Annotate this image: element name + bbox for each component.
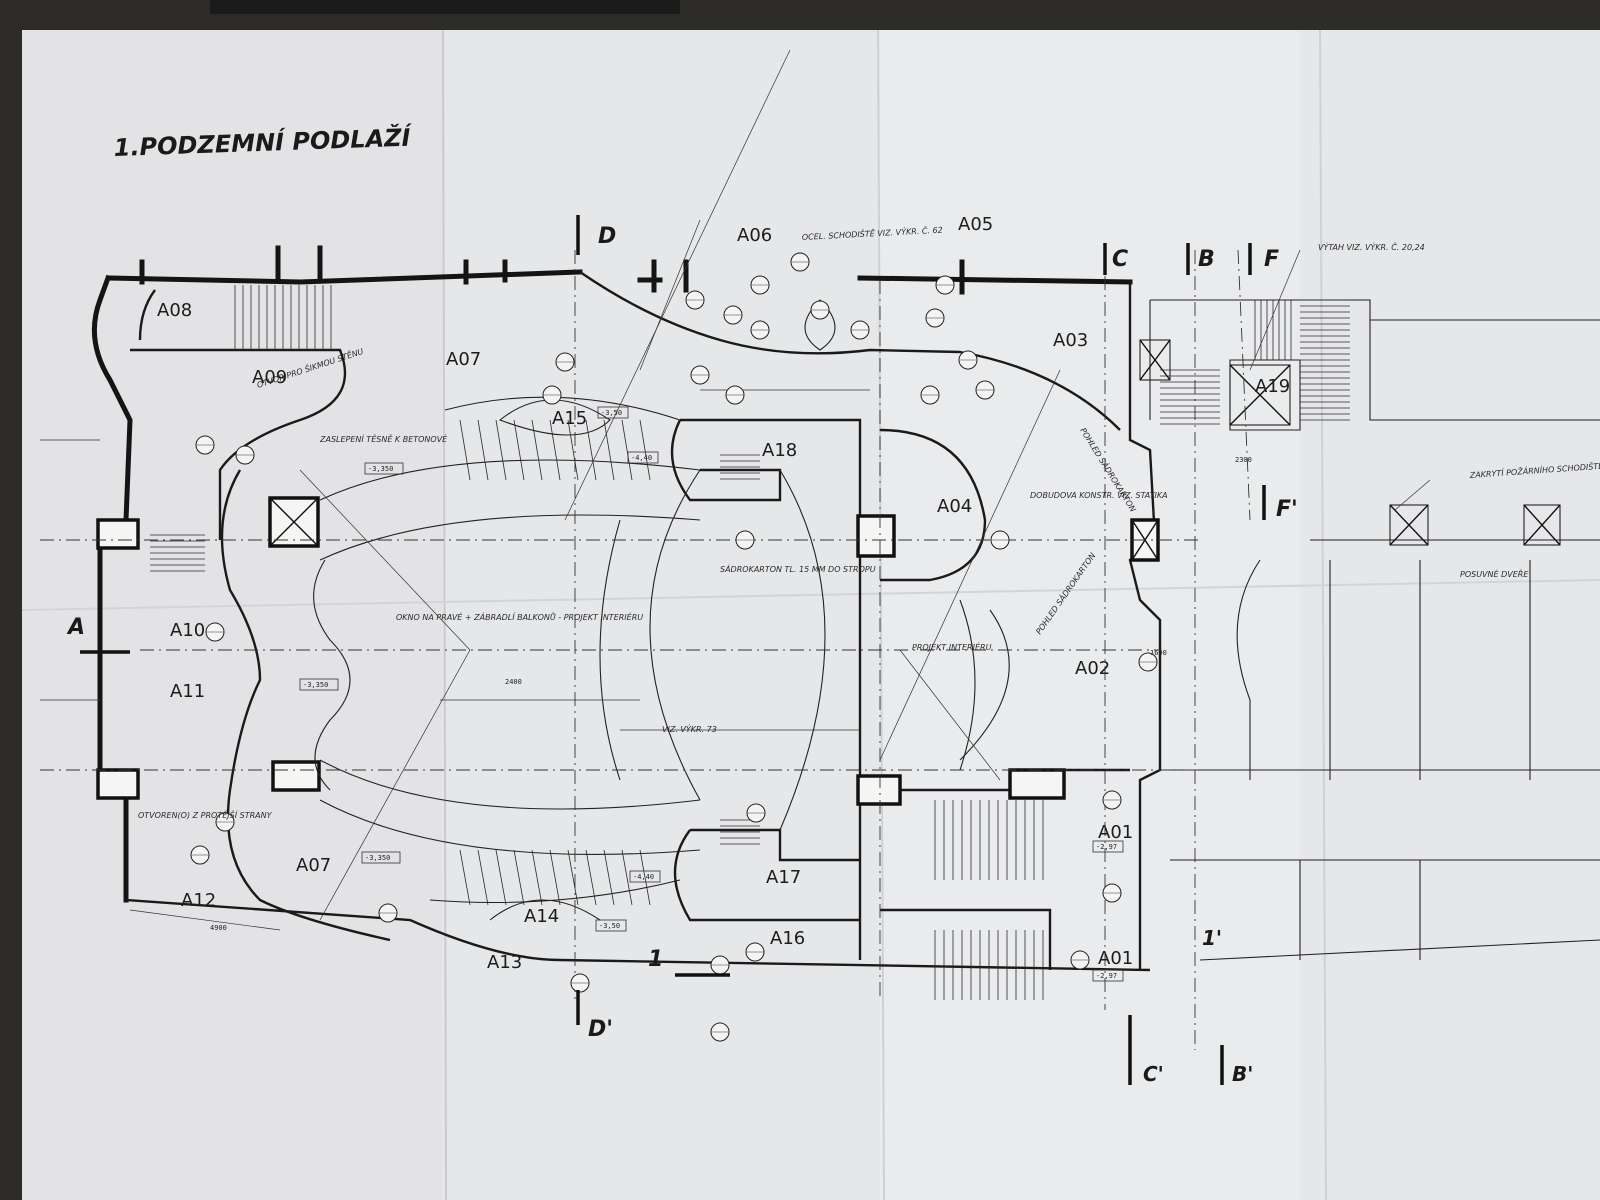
stair-a14-tread (621, 849, 633, 906)
room-a02: A02 (1075, 658, 1110, 679)
stair-a14-tread (603, 849, 615, 906)
section-b-prime: B' (1232, 1062, 1253, 1086)
room-a06: A06 (737, 225, 772, 246)
note-okno: OKNO NA PRAVÉ + ZÁBRADLÍ BALKONŮ - PROJE… (396, 611, 643, 622)
level-tag-a01b: -2,97 (1096, 972, 1117, 980)
stair-a15-tread (531, 419, 543, 481)
stair-a15-tread (459, 419, 471, 481)
room-a15: A15 (552, 408, 587, 429)
note-otvor-protejsi: OTVOREN(O) Z PROTĚJŠÍ STRANY (138, 809, 273, 820)
structure-walls (91, 245, 1600, 972)
level-tags: -3,350 -3,350 -3,350 -2,97 -2,97 -4,40 -… (299, 406, 1124, 982)
stair-a15-tread (639, 419, 651, 481)
stair-a15-tread (513, 419, 525, 481)
stairs (150, 285, 1350, 1000)
room-a04: A04 (937, 496, 972, 517)
section-d-prime: D' (588, 1017, 613, 1042)
note-vytah: VÝTAH VIZ. VÝKR. Č. 20,24 (1318, 241, 1425, 252)
dim-4900: 4900 (210, 924, 227, 932)
stair-a15-tread (621, 419, 633, 481)
stair-a15-tread (495, 419, 507, 481)
level-tag-a15: -4,40 (631, 454, 652, 462)
section-c: C (1112, 247, 1128, 272)
room-a08: A08 (157, 300, 192, 321)
stair-a15-tread (585, 419, 597, 481)
stair-a14-tread (495, 849, 507, 906)
room-a18: A18 (762, 440, 797, 461)
columns (96, 339, 1561, 806)
room-a07-top: A07 (446, 349, 481, 370)
section-b: B (1198, 247, 1215, 272)
room-a16: A16 (770, 928, 805, 949)
paper-sheet (21, 29, 1600, 1200)
room-a03: A03 (1053, 330, 1088, 351)
note-dobudova: DOBUDOVA KONSTR. VIZ. STATIKA (1030, 491, 1168, 500)
room-a01-top: A01 (1098, 822, 1133, 843)
room-labels: A08 A09 A07 A06 A05 A03 A19 A15 A18 A04 … (157, 214, 1290, 973)
section-c-prime: C' (1143, 1062, 1164, 1086)
room-a12: A12 (181, 890, 216, 911)
section-markers: D D' C C' B B' F F' A 1 1' (66, 215, 1298, 1086)
level-tag-a14b: -3,50 (599, 922, 620, 930)
section-d: D (598, 224, 616, 249)
note-projekt-interieru: PROJEKT INTERIÉRU (912, 641, 992, 652)
stair-a14-tread (531, 849, 543, 906)
note-viz-vykres: VIZ. VÝKR. 73 (662, 723, 717, 734)
room-a01-bottom: A01 (1098, 948, 1133, 969)
section-a: A (66, 615, 85, 640)
section-f: F (1264, 247, 1279, 272)
level-tag-a07b: -3,350 (365, 854, 390, 862)
level-tag-a01: -2,97 (1096, 843, 1117, 851)
room-a05: A05 (958, 214, 993, 235)
construction-lines (40, 49, 1431, 931)
stair-a14-tread (459, 849, 471, 906)
stair-a14-tread (549, 849, 561, 906)
room-a17: A17 (766, 867, 801, 888)
note-posuvne-dvere: POSUVNÉ DVEŘE (1460, 568, 1529, 579)
stair-a14-tread (477, 849, 489, 906)
dim-2300: 2300 (1235, 456, 1252, 464)
section-1-prime: 1' (1202, 926, 1222, 950)
dim-2400: 2400 (505, 678, 522, 686)
section-f-prime: F' (1276, 497, 1298, 522)
stair-a14-tread (567, 849, 579, 906)
curved-balconies (313, 299, 1010, 921)
detail-markers (190, 252, 1158, 1042)
stair-a14-tread (639, 849, 651, 906)
room-a19: A19 (1255, 376, 1290, 397)
stair-a15-tread (477, 419, 489, 481)
note-sadrokarton: SÁDROKARTON TL. 15 MM DO STROPU (720, 563, 876, 574)
section-1: 1 (648, 947, 663, 972)
room-a11: A11 (170, 681, 205, 702)
room-a07-bottom: A07 (296, 855, 331, 876)
level-tag-a07: -3,350 (368, 465, 393, 473)
top-edge-object (210, 0, 680, 14)
stair-a14-tread (585, 849, 597, 906)
stair-a15-tread (603, 419, 615, 481)
room-a14: A14 (524, 906, 559, 927)
level-tag-a15b: -3,50 (601, 409, 622, 417)
level-tag-center: -3,350 (303, 681, 328, 689)
stair-a15-tread (567, 419, 579, 481)
room-a13: A13 (487, 952, 522, 973)
dim-1600: 1600 (1150, 649, 1167, 657)
room-a09: A09 (252, 367, 287, 388)
note-zaslepeni: ZASLEPENÍ TĚSNĚ K BETONOVÉ (319, 433, 448, 444)
stair-a15-tread (549, 419, 561, 481)
stair-a14-tread (513, 849, 525, 906)
level-tag-a14: -4,40 (633, 873, 654, 881)
room-a10: A10 (170, 620, 205, 641)
